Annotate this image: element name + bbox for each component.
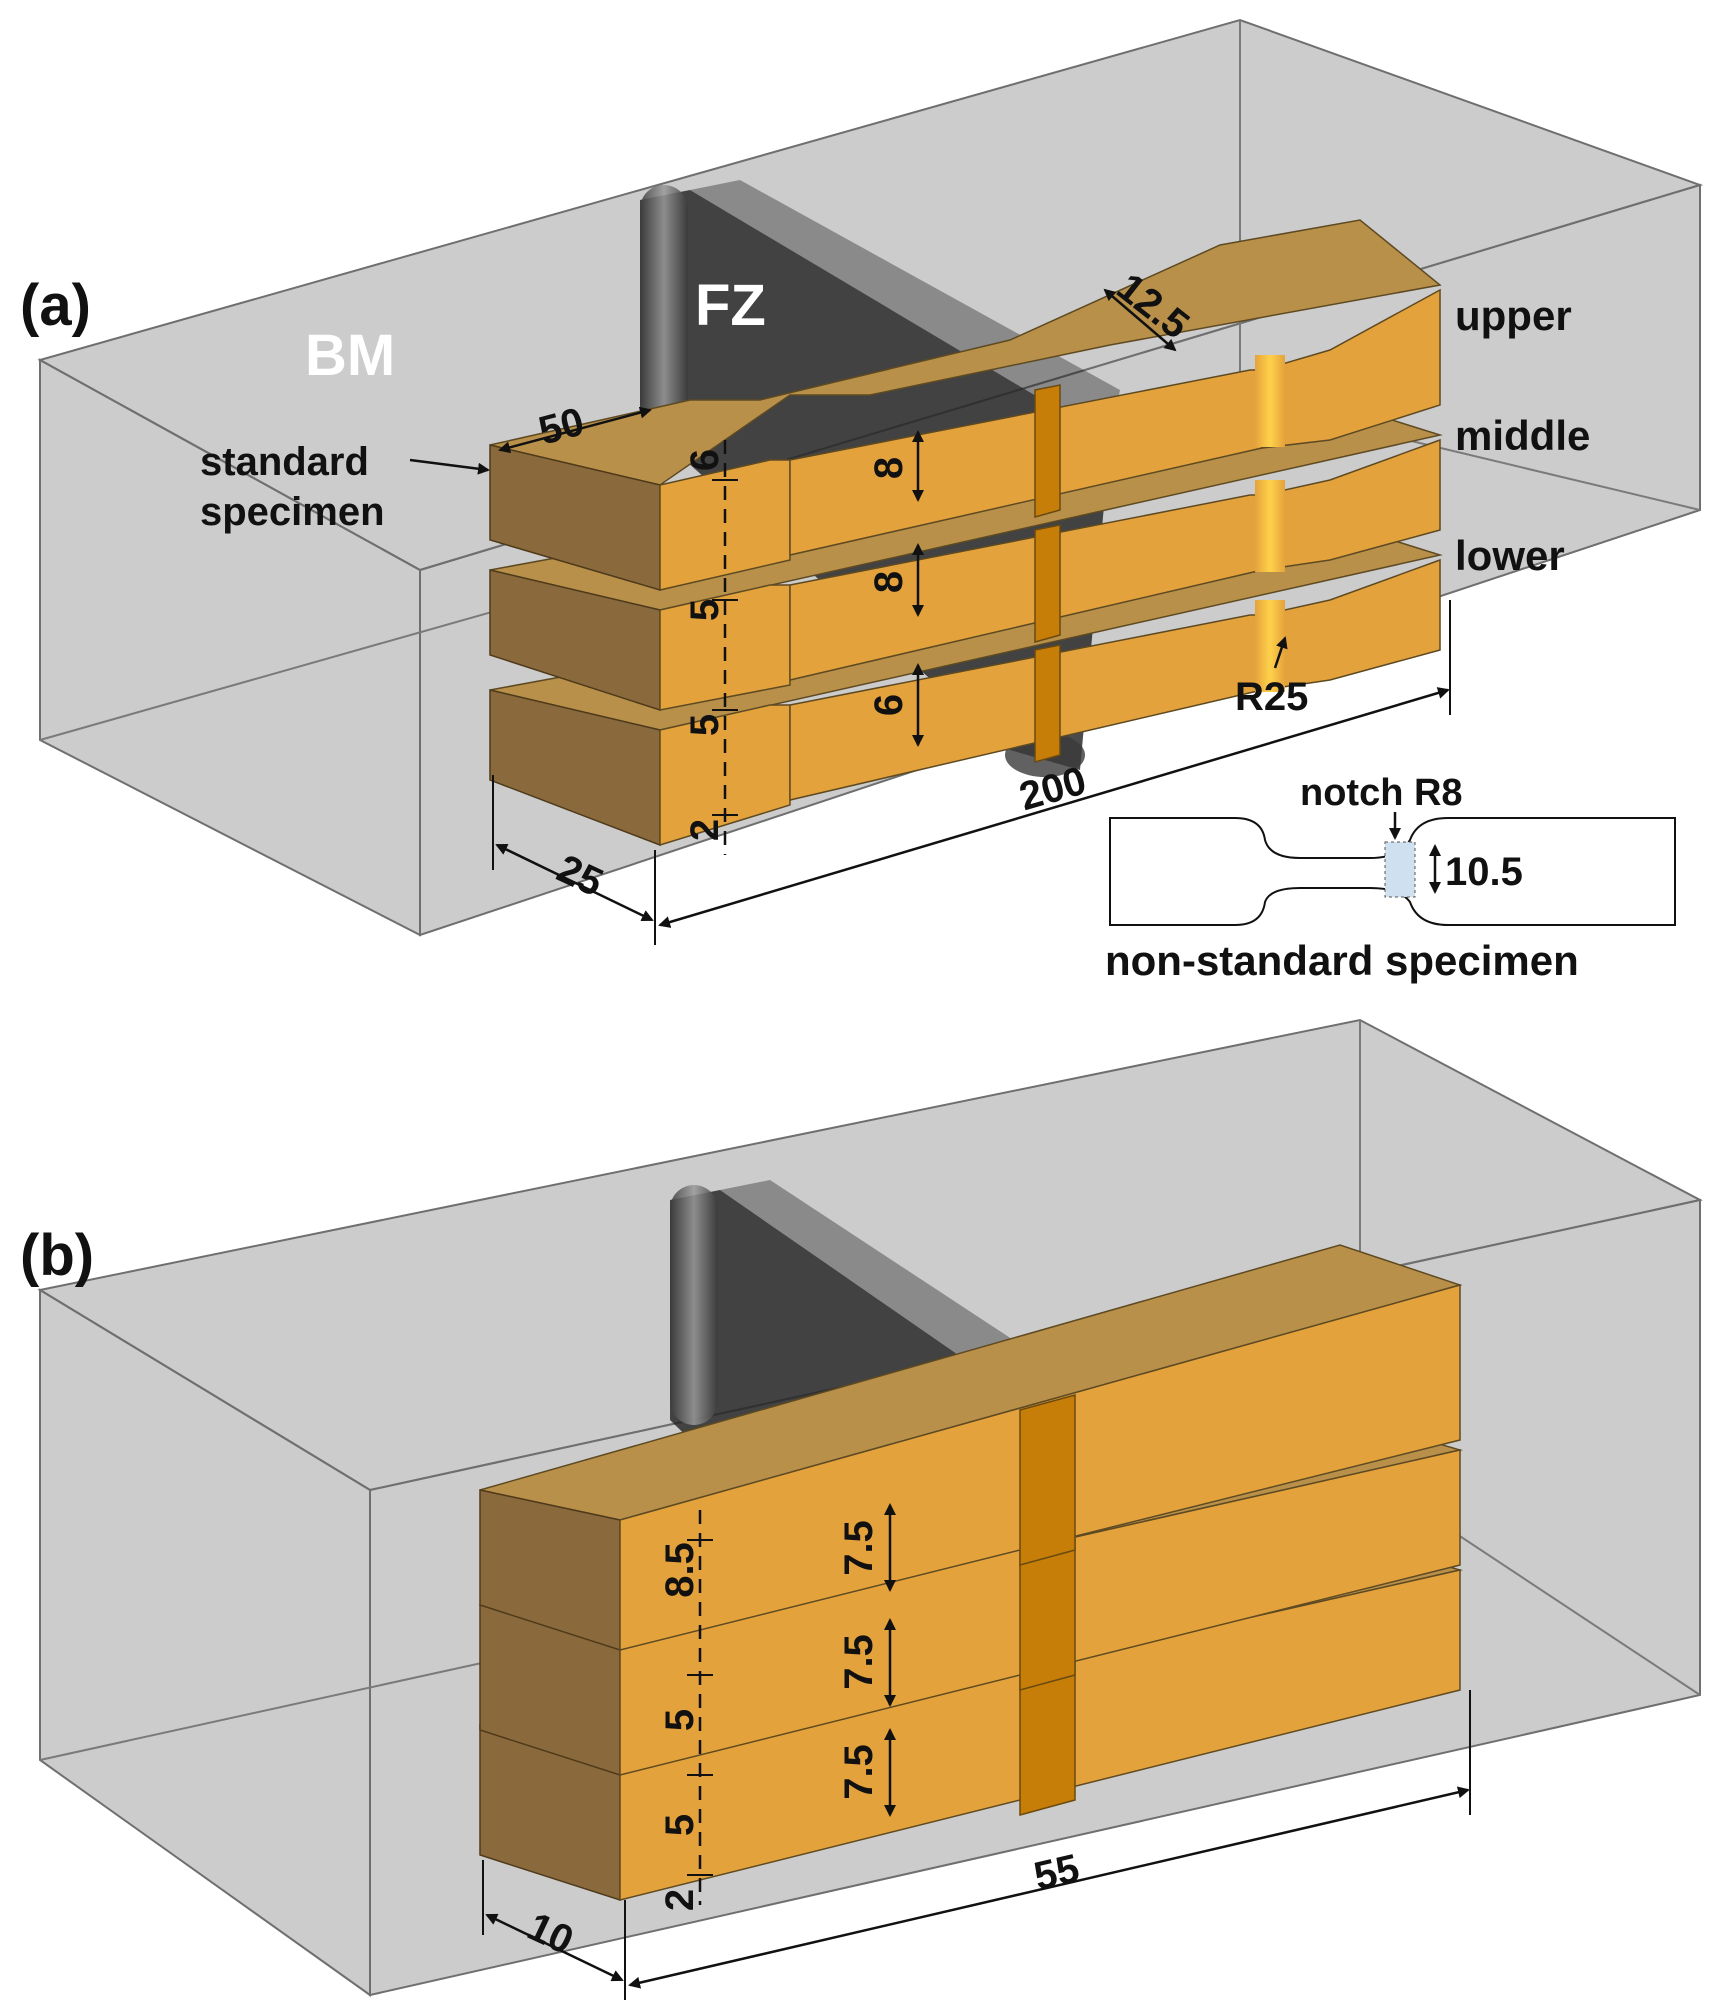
radius-leader-a <box>1273 636 1288 669</box>
panel-a: (a) BM FZ standard specimen upper middle… <box>20 18 1704 984</box>
dim-line-length-a <box>658 687 1450 928</box>
dim-line-depth-b <box>485 1913 624 1982</box>
dim-spacing-b-4: 2 <box>658 1889 702 1911</box>
specimen-stack-a <box>489 219 1443 847</box>
dim-spacing-a-3: 5 <box>683 714 727 736</box>
dim-length-b: 55 <box>1030 1846 1083 1899</box>
dim-spacing-a-1: 6 <box>683 449 727 471</box>
panel-b: (b) 8.5 5 5 2 7.5 7.5 7.5 55 10 <box>20 1018 1703 2000</box>
dim-line-gauge-width-a <box>1103 288 1177 352</box>
inset-caption: non-standard specimen <box>1105 937 1579 984</box>
specimen-stack-b <box>479 1244 1463 1902</box>
dim-line-depth-a <box>495 843 654 922</box>
dim-thickness-a-3: 6 <box>867 694 911 716</box>
layer-label-upper: upper <box>1455 292 1572 339</box>
callout-specimen: specimen <box>200 490 385 534</box>
panel-label-b: (b) <box>20 1223 94 1288</box>
inset-notch-label: notch R8 <box>1300 772 1463 814</box>
dim-thickness-b-2: 7.5 <box>837 1634 881 1690</box>
dim-thickness-b-1: 7.5 <box>837 1520 881 1576</box>
dim-thickness-b-3: 7.5 <box>837 1744 881 1800</box>
dim-line-width-top-a <box>498 406 652 454</box>
fusion-zone-label-a: FZ <box>695 273 766 338</box>
base-metal-label-a: BM <box>305 323 395 388</box>
dim-line-length-b <box>628 1786 1470 1989</box>
layer-label-middle: middle <box>1455 412 1590 459</box>
dim-thickness-a-1: 8 <box>867 457 911 479</box>
dim-thickness-a-2: 8 <box>867 571 911 593</box>
callout-arrow <box>409 458 490 475</box>
panel-label-a: (a) <box>20 273 91 338</box>
inset-nonstandard-specimen: notch R8 10.5 non-standard specimen <box>1105 772 1676 984</box>
layer-label-lower: lower <box>1455 532 1565 579</box>
callout-standard: standard <box>200 440 369 484</box>
inset-notch-region <box>1384 841 1416 898</box>
dim-spacing-a-2: 5 <box>683 599 727 621</box>
dim-spacing-b-3: 5 <box>658 1814 702 1836</box>
specimen-upper-a <box>489 219 1442 592</box>
dim-spacing-b-1: 8.5 <box>658 1542 702 1598</box>
inset-notch-width: 10.5 <box>1445 850 1523 894</box>
dim-spacing-b-2: 5 <box>658 1709 702 1731</box>
dim-radius-a: R25 <box>1235 675 1308 719</box>
dim-spacing-a-4: 2 <box>683 819 727 841</box>
specimen-upper-b <box>479 1244 1463 1652</box>
